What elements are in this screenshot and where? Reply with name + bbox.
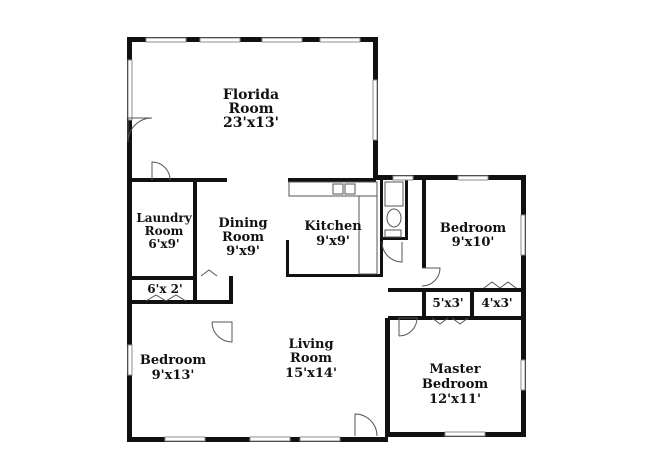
laundry-right-wall	[193, 178, 197, 302]
closet-bifold-left	[145, 294, 187, 302]
florida-room-top-wall	[127, 37, 378, 42]
door-front-entry	[354, 413, 378, 437]
florida-room-name-2: Room	[228, 101, 273, 117]
dining-room-dims: 9'x9'	[226, 244, 260, 259]
master-bedroom-dims: 12'x11'	[429, 392, 481, 407]
window-bedroom-left-bottom	[164, 436, 206, 442]
door-laundry	[151, 161, 171, 181]
door-bedroom-left	[211, 321, 233, 343]
living-room-name-1: Living	[288, 337, 333, 352]
door-master	[398, 317, 418, 337]
bathtub-icon	[384, 181, 404, 207]
sink-left-icon	[332, 183, 344, 195]
dining-room-name-2: Room	[222, 230, 264, 245]
window-florida-2	[199, 37, 241, 43]
kitchen-right-wall	[380, 180, 383, 277]
window-bedroom-left-side	[127, 344, 133, 376]
bedroom-right-bottom-wall	[388, 288, 526, 292]
closet-left-dims: 6'x 2'	[147, 282, 182, 296]
window-bedroom-right-top	[457, 175, 489, 181]
closet-right-wall	[229, 276, 233, 304]
master-top-wall	[388, 316, 526, 320]
bathroom-bottom-stub	[383, 237, 408, 240]
master-left-wall	[385, 318, 390, 437]
door-bathroom	[381, 241, 403, 263]
bedroom-right-name: Bedroom	[440, 221, 507, 236]
laundry-bottom-wall	[132, 276, 197, 280]
bedroom-right-dims: 9'x10'	[452, 235, 495, 250]
window-florida-4	[319, 37, 361, 43]
window-living-2	[299, 436, 341, 442]
closet-master-dims: 5'x3'	[432, 296, 463, 310]
closet-bedroom-dims: 4'x3'	[481, 296, 512, 310]
door-bedroom-right	[421, 267, 441, 287]
closet-divider-mid	[470, 288, 474, 318]
living-room-name-2: Room	[290, 351, 332, 366]
dining-room-name-1: Dining	[218, 216, 267, 231]
bath-vanity-icon	[384, 229, 402, 238]
bedroom-right-left-wall	[422, 178, 426, 268]
laundry-room-name-1: Laundry	[136, 211, 192, 225]
window-florida-3	[261, 37, 303, 43]
window-living-1	[249, 436, 291, 442]
door-florida-exterior	[127, 117, 153, 143]
master-bedroom-name-2: Bedroom	[422, 377, 489, 392]
laundry-room-dims: 6'x9'	[148, 237, 179, 251]
kitchen-dims: 9'x9'	[316, 234, 350, 249]
kitchen-bottom-wall	[286, 274, 383, 277]
doors	[127, 117, 517, 437]
fixtures	[288, 181, 404, 275]
closet-bottom-wall	[132, 300, 233, 304]
window-florida-left	[127, 59, 133, 121]
florida-room-dims: 23'x13'	[223, 115, 279, 131]
bedroom-left-name: Bedroom	[140, 353, 207, 368]
left-exterior-wall	[127, 37, 132, 442]
closet-bifold-master	[431, 317, 469, 325]
laundry-room-name-2: Room	[145, 224, 184, 238]
closet-bifold-laundry	[200, 269, 218, 277]
toilet-icon	[386, 208, 402, 228]
window-florida-right	[372, 79, 378, 141]
windows	[127, 37, 526, 442]
window-florida-1	[145, 37, 187, 43]
window-bath-top	[392, 175, 414, 181]
bedroom-left-dims: 9'x13'	[152, 368, 195, 383]
bathroom-right-wall	[405, 180, 408, 240]
window-bedroom-right-side	[520, 214, 526, 256]
master-bedroom-name-1: Master	[429, 362, 480, 377]
right-exterior-wall	[521, 175, 526, 437]
laundry-top-wall	[132, 178, 227, 182]
right-wing-top-wall	[373, 175, 526, 180]
kitchen-left-wall	[286, 240, 289, 277]
closet-bifold-bedroom	[483, 281, 517, 289]
florida-room-name-1: Florida	[223, 87, 279, 103]
living-room-dims: 15'x14'	[285, 366, 337, 381]
closet-divider-left	[422, 288, 426, 318]
window-master-side	[520, 359, 526, 391]
kitchen-counter-side	[358, 195, 378, 275]
window-master-bottom	[444, 431, 486, 437]
kitchen-top-wall	[288, 178, 376, 182]
kitchen-name: Kitchen	[304, 219, 362, 234]
sink-right-icon	[344, 183, 356, 195]
room-labels: Florida Room 23'x13' Laundry Room 6'x9' …	[136, 87, 512, 407]
